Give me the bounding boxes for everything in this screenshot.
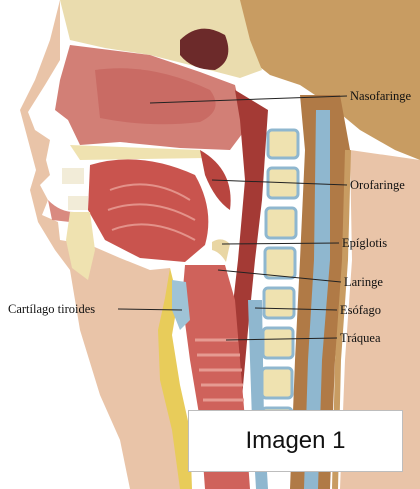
label-cartilago-tiroides: Cartílago tiroides: [8, 302, 95, 316]
tongue: [88, 159, 208, 262]
label-nasofaringe: Nasofaringe: [350, 89, 412, 103]
label-epiglotis: Epíglotis: [342, 236, 387, 250]
figure-caption: Imagen 1: [245, 427, 345, 455]
epiglottis-shape: [212, 239, 230, 262]
label-orofaringe: Orofaringe: [350, 178, 405, 192]
vertebrae: [262, 130, 298, 438]
caption-box: Imagen 1: [188, 410, 403, 472]
label-esofago: Esófago: [340, 303, 381, 317]
lower-teeth: [68, 196, 88, 210]
label-traquea: Tráquea: [340, 331, 381, 345]
upper-teeth: [62, 168, 84, 184]
label-laringe: Laringe: [344, 275, 383, 289]
